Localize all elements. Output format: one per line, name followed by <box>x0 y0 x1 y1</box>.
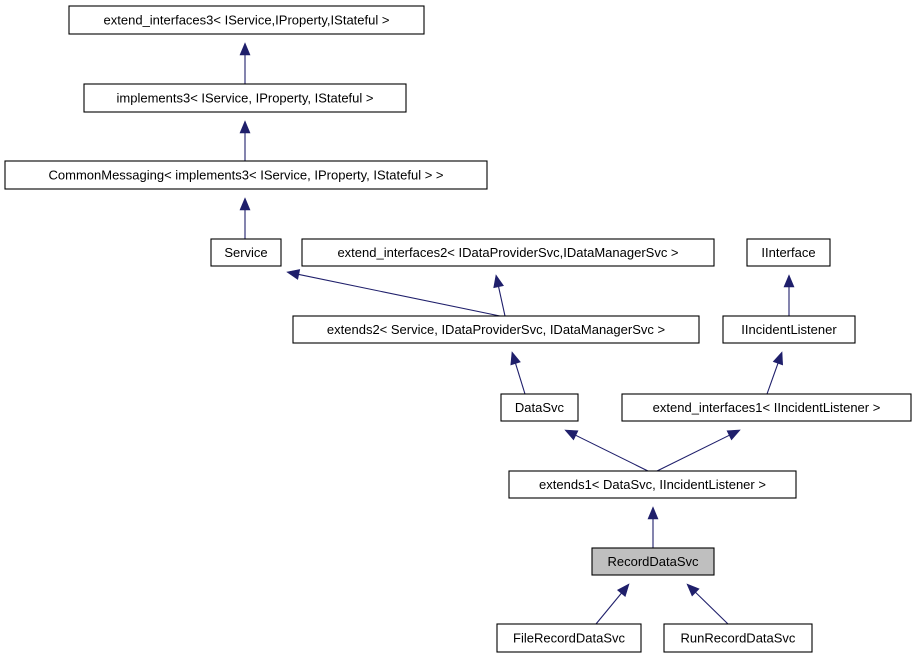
inheritance-arrowhead <box>686 583 700 597</box>
class-node-label: extend_interfaces2< IDataProviderSvc,IDa… <box>337 245 678 260</box>
inheritance-edge <box>656 429 741 472</box>
inheritance-arrowhead <box>783 274 795 288</box>
class-node-RunRecordDataSvc[interactable]: RunRecordDataSvc <box>663 623 813 653</box>
inheritance-arrowhead <box>616 583 630 597</box>
inheritance-edge <box>510 351 526 395</box>
inheritance-edge <box>766 351 783 395</box>
inheritance-arrowhead <box>286 269 301 280</box>
edge-line <box>766 363 779 395</box>
edge-line <box>515 363 526 395</box>
class-node-Service[interactable]: Service <box>210 238 282 267</box>
class-node-label: RecordDataSvc <box>607 554 699 569</box>
inheritance-arrowhead <box>239 120 251 134</box>
class-node-FileRecordDataSvc[interactable]: FileRecordDataSvc <box>496 623 642 653</box>
class-node-RecordDataSvc[interactable]: RecordDataSvc <box>591 547 715 576</box>
class-node-DataSvc[interactable]: DataSvc <box>500 393 579 422</box>
class-node-box[interactable] <box>496 623 642 653</box>
class-node-box[interactable] <box>292 315 700 344</box>
edge-line <box>595 592 622 625</box>
class-node-label: DataSvc <box>515 400 565 415</box>
class-node-label: CommonMessaging< implements3< IService, … <box>49 167 444 182</box>
class-node-box[interactable] <box>83 83 407 113</box>
edge-line <box>695 591 729 625</box>
inheritance-arrowhead <box>564 429 579 441</box>
class-node-extends1[interactable]: extends1< DataSvc, IIncidentListener > <box>508 470 797 499</box>
edges-layer <box>239 42 795 625</box>
inheritance-arrowhead <box>726 429 741 441</box>
inheritance-edge <box>595 583 630 625</box>
inheritance-arrowhead <box>510 351 521 366</box>
class-node-box[interactable] <box>508 470 797 499</box>
class-node-extends2[interactable]: extends2< Service, IDataProviderSvc, IDa… <box>292 315 700 344</box>
nodes-layer: extend_interfaces3< IService,IProperty,I… <box>4 5 912 653</box>
class-node-label: implements3< IService, IProperty, IState… <box>117 90 374 105</box>
class-node-box[interactable] <box>663 623 813 653</box>
class-node-box[interactable] <box>722 315 856 344</box>
inheritance-edge <box>686 583 729 625</box>
class-node-label: FileRecordDataSvc <box>513 630 625 645</box>
inheritance-edge <box>783 274 795 316</box>
edge-line <box>575 434 649 472</box>
class-node-label: Service <box>224 245 267 260</box>
class-node-label: extends1< DataSvc, IIncidentListener > <box>539 477 766 492</box>
inheritance-arrowhead <box>647 506 659 520</box>
inheritance-edge <box>239 197 251 239</box>
class-node-label: extends2< Service, IDataProviderSvc, IDa… <box>327 322 665 337</box>
class-node-box[interactable] <box>591 547 715 576</box>
class-node-label: RunRecordDataSvc <box>681 630 796 645</box>
class-node-IInterface[interactable]: IInterface <box>746 238 831 267</box>
class-node-extend_interfaces1[interactable]: extend_interfaces1< IIncidentListener > <box>621 393 912 422</box>
inheritance-arrowhead <box>493 274 504 289</box>
class-node-box[interactable] <box>500 393 579 422</box>
class-node-extend_interfaces3[interactable]: extend_interfaces3< IService,IProperty,I… <box>68 5 425 35</box>
class-node-box[interactable] <box>621 393 912 422</box>
inheritance-arrowhead <box>239 197 251 211</box>
edge-line <box>656 434 730 472</box>
class-node-extend_interfaces2[interactable]: extend_interfaces2< IDataProviderSvc,IDa… <box>301 238 715 267</box>
class-node-label: IInterface <box>761 245 815 260</box>
class-node-box[interactable] <box>210 238 282 267</box>
class-node-label: extend_interfaces3< IService,IProperty,I… <box>104 12 390 27</box>
class-node-CommonMessaging[interactable]: CommonMessaging< implements3< IService, … <box>4 160 488 190</box>
inheritance-arrowhead <box>239 42 251 56</box>
edge-line <box>298 273 501 317</box>
inheritance-arrowhead <box>772 351 783 366</box>
class-node-box[interactable] <box>4 160 488 190</box>
class-node-implements3[interactable]: implements3< IService, IProperty, IState… <box>83 83 407 113</box>
edge-line <box>498 286 506 317</box>
inheritance-edge <box>239 120 251 161</box>
inheritance-edge <box>239 42 251 84</box>
class-node-label: extend_interfaces1< IIncidentListener > <box>653 400 881 415</box>
class-node-box[interactable] <box>68 5 425 35</box>
class-node-IIncidentListener[interactable]: IIncidentListener <box>722 315 856 344</box>
class-node-label: IIncidentListener <box>741 322 837 337</box>
inheritance-edge <box>286 269 501 317</box>
inheritance-edge <box>564 429 649 472</box>
class-node-box[interactable] <box>301 238 715 267</box>
inheritance-edge <box>493 274 506 317</box>
inheritance-edge <box>647 506 659 548</box>
class-node-box[interactable] <box>746 238 831 267</box>
